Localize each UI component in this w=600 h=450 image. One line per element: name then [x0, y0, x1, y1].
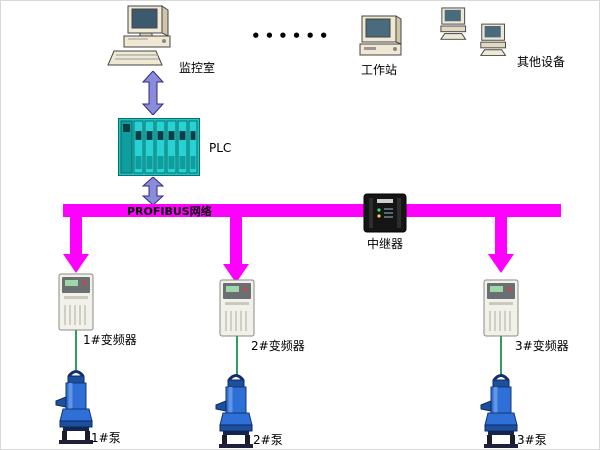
- repeater-icon: [363, 193, 407, 233]
- inverter-pump-link-2: [236, 336, 238, 376]
- pump-label-2: 2#泵: [253, 433, 283, 447]
- plc-icon: [118, 118, 200, 176]
- plc-bus-arrow: [142, 177, 164, 205]
- profibus-bus-label: PROFIBUS网络: [127, 205, 212, 218]
- bus-drop-arrow-2: [223, 216, 249, 283]
- inverter-label-2: 2#变频器: [251, 339, 305, 353]
- other-devices-icon: [440, 7, 506, 56]
- inverter-icon-3: [483, 279, 519, 337]
- monitor-room-label: 监控室: [179, 61, 216, 75]
- repeater-label: 中继器: [367, 237, 404, 251]
- plc-label: PLC: [209, 141, 232, 155]
- desktop-computer-icon: [107, 5, 171, 66]
- workstation-label: 工作站: [361, 63, 398, 77]
- ellipsis-dots: ••••••: [251, 27, 333, 45]
- pump-icon-2: [215, 374, 255, 449]
- other-devices-label: 其他设备: [517, 55, 566, 69]
- bus-drop-arrow-3: [488, 216, 514, 273]
- inverter-icon-2: [219, 279, 255, 337]
- inverter-pump-link-1: [75, 330, 77, 370]
- inverter-label-1: 1#变频器: [83, 333, 137, 347]
- computer-plc-arrow: [142, 71, 164, 115]
- inverter-icon-1: [58, 273, 94, 331]
- pump-label-1: 1#泵: [91, 431, 121, 445]
- bus-drop-arrow-1: [63, 216, 89, 273]
- workstation-icon: [359, 15, 402, 56]
- profibus-bus: [63, 204, 561, 217]
- pump-label-3: 3#泵: [517, 433, 547, 447]
- inverter-pump-link-3: [500, 336, 502, 376]
- pump-icon-3: [480, 374, 520, 449]
- inverter-label-3: 3#变频器: [515, 339, 569, 353]
